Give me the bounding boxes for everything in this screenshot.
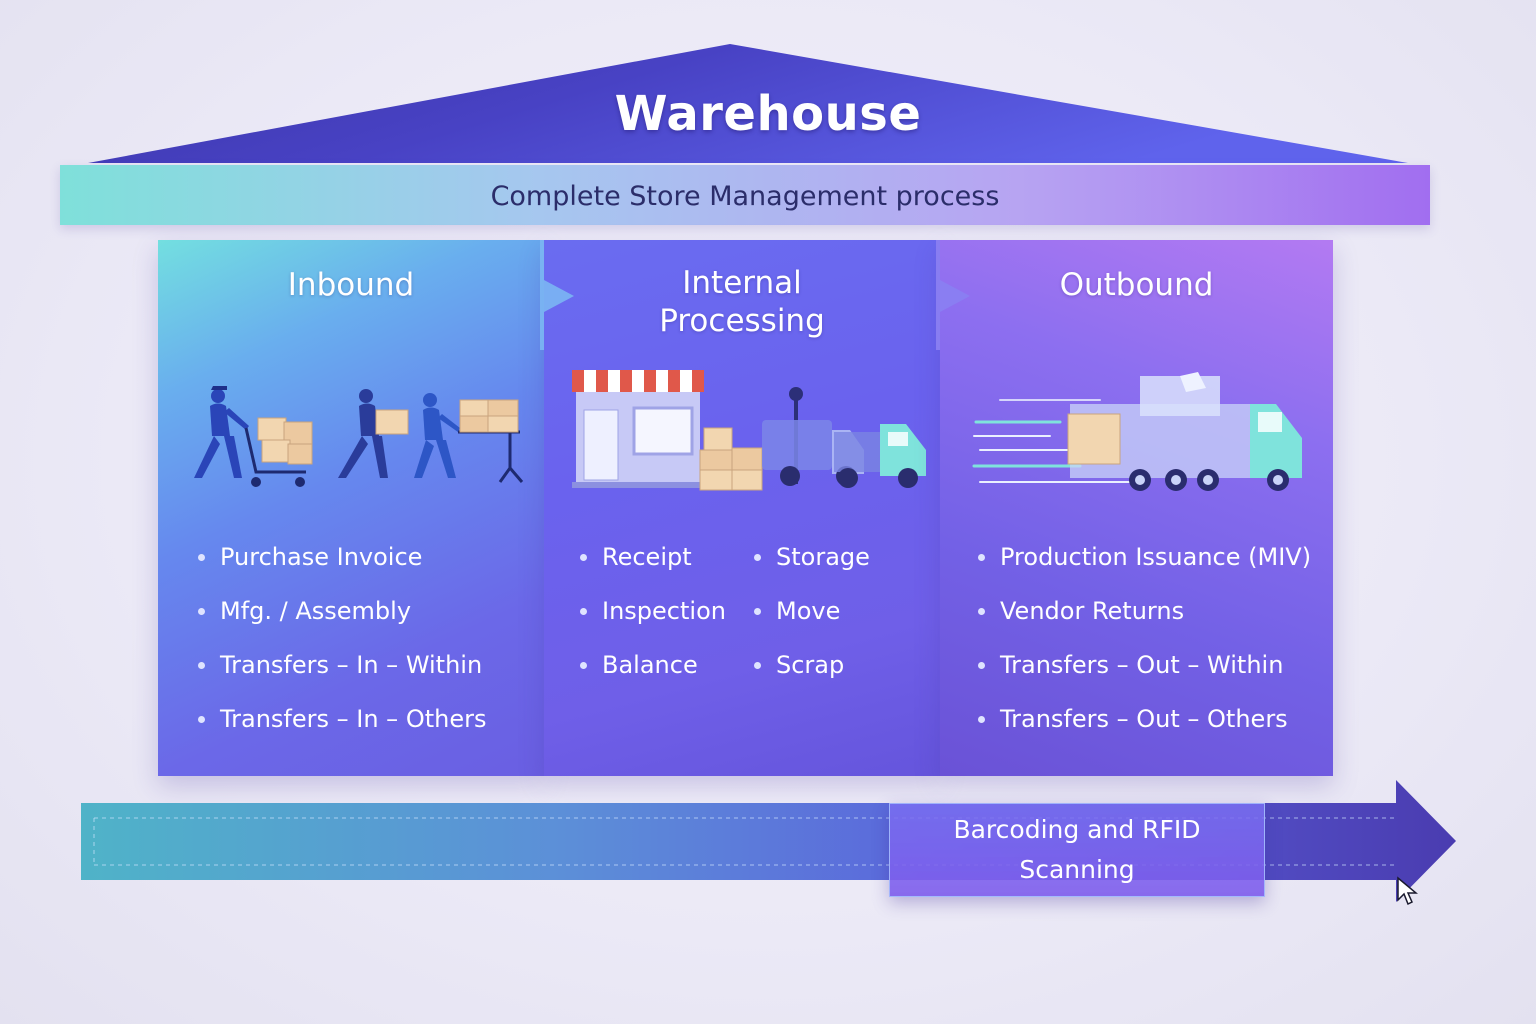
bullet-icon <box>978 608 985 615</box>
bullet-icon <box>978 662 985 669</box>
panel-title-line1: Internal <box>682 265 802 301</box>
inbound-list: Purchase Invoice Mfg. / Assembly Transfe… <box>198 540 486 756</box>
flow-arrow <box>81 780 1456 902</box>
bullet-icon <box>580 608 587 615</box>
banner-text: Complete Store Management process <box>490 180 1000 212</box>
list-item: Transfers – In – Others <box>198 702 486 756</box>
bullet-icon <box>198 716 205 723</box>
list-item: Transfers – Out – Others <box>978 702 1311 756</box>
list-item: Vendor Returns <box>978 594 1311 648</box>
bullet-icon <box>580 662 587 669</box>
bullet-icon <box>198 608 205 615</box>
chevron-right-icon <box>936 240 970 350</box>
list-item: Purchase Invoice <box>198 540 486 594</box>
mouse-cursor-icon <box>1397 876 1418 906</box>
scanning-label-line2: Scanning <box>1019 855 1135 884</box>
roof-shape <box>88 44 1408 163</box>
list-item: Mfg. / Assembly <box>198 594 486 648</box>
bullet-icon <box>580 554 587 561</box>
list-item: Move <box>754 594 870 648</box>
storefront-and-trucks-icon <box>572 370 926 491</box>
list-item: Scrap <box>754 648 870 702</box>
bullet-icon <box>754 554 761 561</box>
panel-title-line2: Processing <box>659 303 825 339</box>
scanning-label: Barcoding and RFID Scanning <box>907 810 1247 890</box>
internal-list-right: Storage Move Scrap <box>754 540 870 702</box>
bullet-icon <box>754 608 761 615</box>
internal-list-left: Receipt Inspection Balance <box>580 540 726 702</box>
bullet-icon <box>754 662 761 669</box>
page-title: Warehouse <box>614 86 922 142</box>
panel-inbound: Inbound <box>158 240 544 776</box>
list-item: Storage <box>754 540 870 594</box>
list-item: Production Issuance (MIV) <box>978 540 1311 594</box>
bullet-icon <box>978 716 985 723</box>
banner: Complete Store Management process <box>60 165 1430 225</box>
bullet-icon <box>198 662 205 669</box>
chevron-right-icon <box>540 240 574 350</box>
list-item: Receipt <box>580 540 726 594</box>
list-item: Inspection <box>580 594 726 648</box>
panel-internal-processing: Internal Processing <box>544 240 940 776</box>
panel-title-internal: Internal Processing <box>544 264 940 340</box>
list-item: Transfers – Out – Within <box>978 648 1311 702</box>
panel-title-outbound: Outbound <box>1059 267 1214 303</box>
bullet-icon <box>978 554 985 561</box>
panel-outbound: Outbound Production Issuance (MIV) Vendo… <box>940 240 1333 776</box>
speeding-delivery-truck-icon <box>972 372 1302 491</box>
outbound-list: Production Issuance (MIV) Vendor Returns… <box>978 540 1311 756</box>
scanning-label-box: Barcoding and RFID Scanning <box>889 803 1265 897</box>
scanning-label-line1: Barcoding and RFID <box>953 815 1201 844</box>
list-item: Transfers – In – Within <box>198 648 486 702</box>
workers-with-carts-icon <box>194 386 524 487</box>
list-item: Balance <box>580 648 726 702</box>
panel-title-inbound: Inbound <box>287 267 415 303</box>
bullet-icon <box>198 554 205 561</box>
